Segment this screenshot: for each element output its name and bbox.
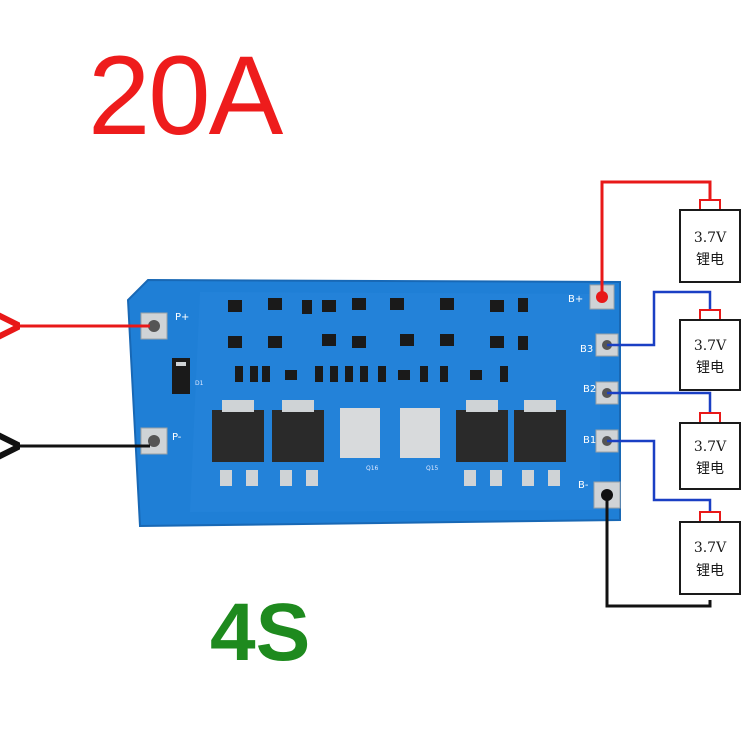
pad-p-minus	[140, 427, 168, 455]
battery-cell-3: 3.7V 锂电	[679, 412, 741, 490]
battery-cell-4: 3.7V 锂电	[679, 511, 741, 595]
svg-text:Q15: Q15	[426, 465, 439, 472]
b1-wire	[607, 439, 712, 515]
mosfet-1	[212, 400, 264, 486]
svg-text:Q16: Q16	[366, 465, 379, 472]
current-rating-title: 20A	[88, 33, 283, 158]
svg-text:3.7V: 3.7V	[694, 439, 727, 455]
mosfet-pad-q16: Q16	[340, 408, 380, 472]
mosfet-4	[514, 400, 566, 486]
b2-wire	[607, 391, 712, 418]
svg-text:锂电: 锂电	[696, 360, 724, 376]
mosfet-2	[272, 400, 324, 486]
battery-cell-2: 3.7V 锂电	[679, 309, 741, 391]
svg-text:锂电: 锂电	[696, 461, 724, 477]
b-minus-wire	[605, 495, 712, 608]
battery-cell-1: 3.7V 锂电	[679, 199, 741, 283]
label-b3: B3	[580, 344, 593, 355]
label-p-plus: P+	[175, 312, 189, 323]
label-b-plus: B+	[568, 294, 583, 305]
label-p-minus: P-	[172, 432, 182, 443]
label-b2: B2	[583, 384, 596, 395]
smd-components	[228, 298, 528, 382]
b3-wire	[607, 290, 712, 347]
svg-text:D1: D1	[195, 380, 204, 387]
svg-text:3.7V: 3.7V	[694, 230, 727, 246]
label-b-minus: B-	[578, 480, 589, 491]
mosfet-pad-q15: Q15	[400, 408, 440, 472]
diode: D1	[172, 358, 204, 394]
series-config-label: 4S	[210, 587, 311, 678]
svg-text:锂电: 锂电	[696, 563, 724, 579]
b-plus-wire	[600, 180, 712, 297]
label-b1: B1	[583, 435, 596, 446]
svg-text:3.7V: 3.7V	[694, 338, 727, 354]
svg-text:3.7V: 3.7V	[694, 540, 727, 556]
mosfet-3	[456, 400, 508, 486]
svg-text:锂电: 锂电	[696, 252, 724, 268]
